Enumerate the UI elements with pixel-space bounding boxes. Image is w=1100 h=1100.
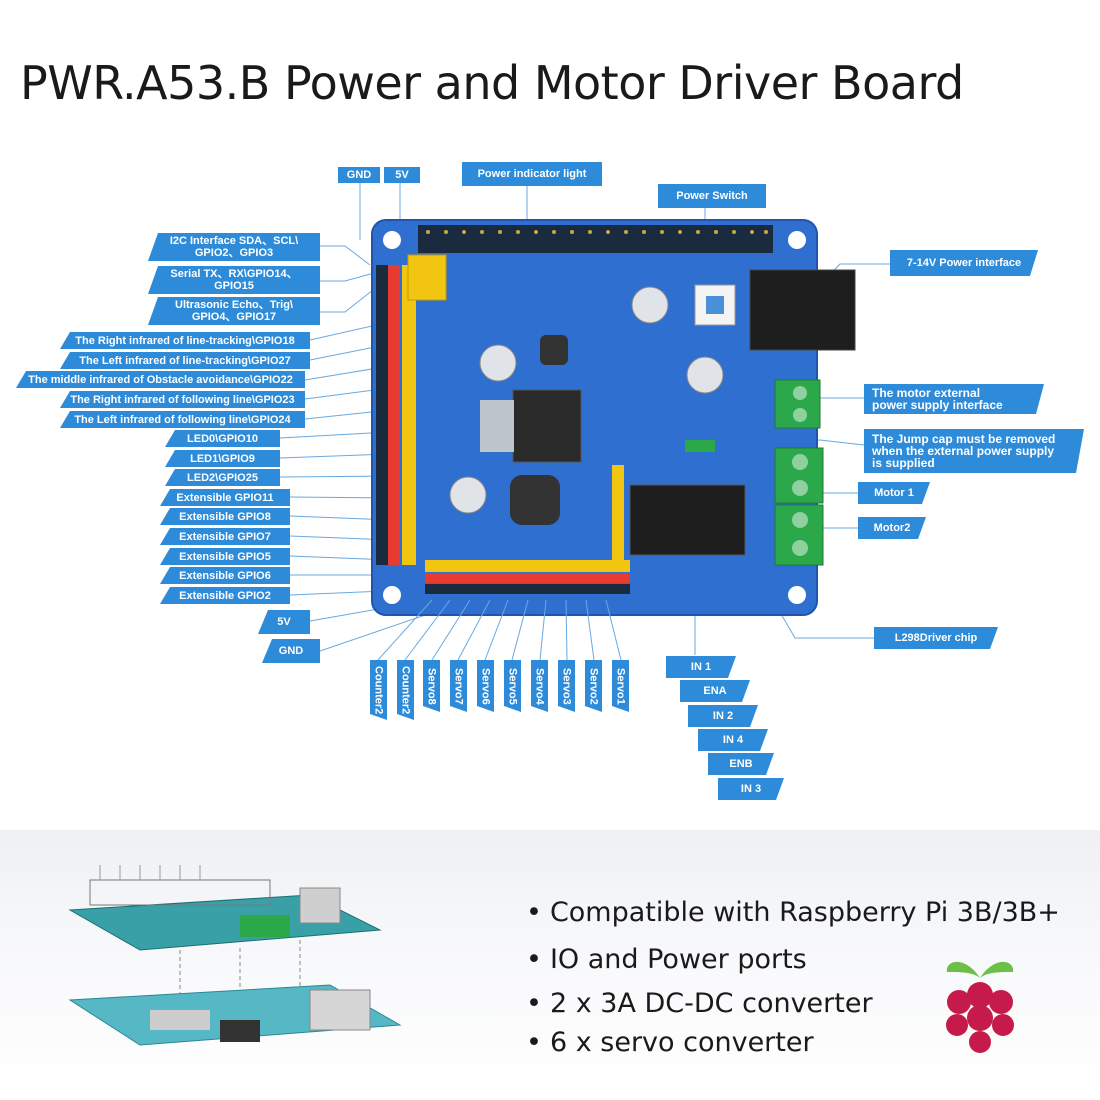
in-label-ena: ENA	[680, 680, 750, 702]
left-label-led2: LED2\GPIO25	[165, 469, 280, 486]
label-motor2: Motor2	[858, 517, 926, 539]
vertical-label-servo1: Servo1	[612, 660, 629, 712]
left-label-left-ir-tracking: The Left infrared of line-tracking\GPIO2…	[60, 352, 310, 369]
vertical-label-servo7: Servo7	[450, 660, 467, 712]
vertical-label-counter2-a: Counter2	[370, 660, 387, 720]
in-label-enb: ENB	[708, 753, 774, 775]
label-power-indicator: Power indicator light	[462, 162, 602, 186]
in-label-in1: IN 1	[666, 656, 736, 678]
vertical-label-servo4: Servo4	[531, 660, 548, 712]
left-label-gpio7: Extensible GPIO7	[160, 528, 290, 545]
left-label-ultrasonic: Ultrasonic Echo、Trig\ GPIO4、GPIO17	[148, 297, 320, 325]
vertical-label-servo6: Servo6	[477, 660, 494, 712]
vertical-label-servo5: Servo5	[504, 660, 521, 712]
vertical-label-servo3: Servo3	[558, 660, 575, 712]
label-5v-top: 5V	[384, 167, 420, 183]
stacked-boards-illustration-icon	[68, 865, 402, 1046]
pcb-board	[371, 219, 856, 616]
left-label-gpio2: Extensible GPIO2	[160, 587, 290, 604]
label-gnd-bottom: GND	[262, 639, 320, 663]
label-power-switch: Power Switch	[658, 184, 766, 208]
left-label-gpio8: Extensible GPIO8	[160, 508, 290, 525]
vertical-label-servo8: Servo8	[423, 660, 440, 712]
left-label-i2c: I2C Interface SDA、SCL\ GPIO2、GPIO3	[148, 233, 320, 261]
raspberry-pi-logo-icon	[946, 961, 1014, 1053]
left-label-left-ir-following: The Left infrared of following line\GPIO…	[60, 411, 305, 428]
label-gnd-top: GND	[338, 167, 380, 183]
label-l298-chip: L298Driver chip	[874, 627, 998, 649]
feature-item: •IO and Power ports	[526, 944, 807, 975]
label-5v-bottom: 5V	[258, 610, 310, 634]
left-label-middle-ir: The middle infrared of Obstacle avoidanc…	[16, 371, 305, 388]
left-label-led0: LED0\GPIO10	[165, 430, 280, 447]
features-section	[0, 830, 1100, 1100]
left-label-right-ir-tracking: The Right infrared of line-tracking\GPIO…	[60, 332, 310, 349]
board-diagram	[279, 182, 890, 661]
label-motor1: Motor 1	[858, 482, 930, 504]
page-title: PWR.A53.B Power and Motor Driver Board	[20, 56, 964, 110]
left-label-gpio11: Extensible GPIO11	[160, 489, 290, 506]
feature-item: •6 x servo converter	[526, 1027, 814, 1058]
vertical-label-counter2-b: Counter2	[397, 660, 414, 720]
label-motor-external-supply: The motor external power supply interfac…	[864, 384, 1044, 414]
feature-item: •2 x 3A DC-DC converter	[526, 988, 873, 1019]
left-label-right-ir-following: The Right infrared of following line\GPI…	[60, 391, 305, 408]
in-label-in2: IN 2	[688, 705, 758, 727]
feature-item: •Compatible with Raspberry Pi 3B/3B+	[526, 897, 1060, 928]
left-label-gpio6: Extensible GPIO6	[160, 567, 290, 584]
left-label-gpio5: Extensible GPIO5	[160, 548, 290, 565]
in-label-in4: IN 4	[698, 729, 768, 751]
left-label-serial: Serial TX、RX\GPIO14、 GPIO15	[148, 266, 320, 294]
vertical-label-servo2: Servo2	[585, 660, 602, 712]
label-jump-cap: The Jump cap must be removed when the ex…	[864, 429, 1084, 473]
left-label-led1: LED1\GPIO9	[165, 450, 280, 467]
label-power-interface: 7-14V Power interface	[890, 250, 1038, 276]
in-label-in3: IN 3	[718, 778, 784, 800]
